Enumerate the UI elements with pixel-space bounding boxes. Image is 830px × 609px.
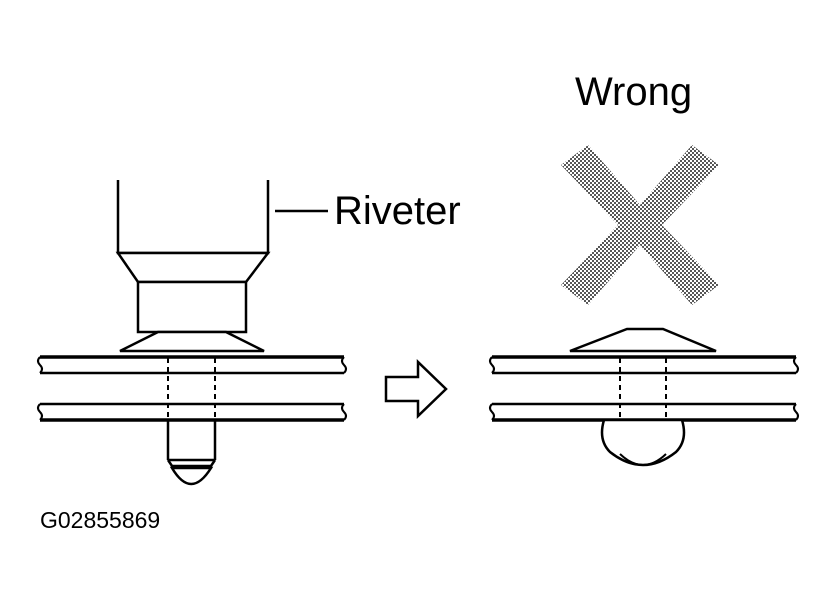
left-assembly <box>37 180 347 486</box>
riveter-tool <box>115 180 271 334</box>
wrong-label: Wrong <box>575 70 692 114</box>
rivet-head-right <box>569 327 717 353</box>
plates-left <box>37 355 347 422</box>
figure-id-label: G02855869 <box>40 507 160 533</box>
rivet-head-left <box>119 330 265 353</box>
rivet-body-left <box>166 358 217 486</box>
x-cross-icon <box>561 145 719 305</box>
rivet-body-right <box>600 358 686 467</box>
right-arrow-icon <box>384 359 448 419</box>
right-assembly <box>489 327 799 467</box>
riveter-label: Riveter <box>334 189 461 233</box>
plates-right <box>489 355 799 422</box>
